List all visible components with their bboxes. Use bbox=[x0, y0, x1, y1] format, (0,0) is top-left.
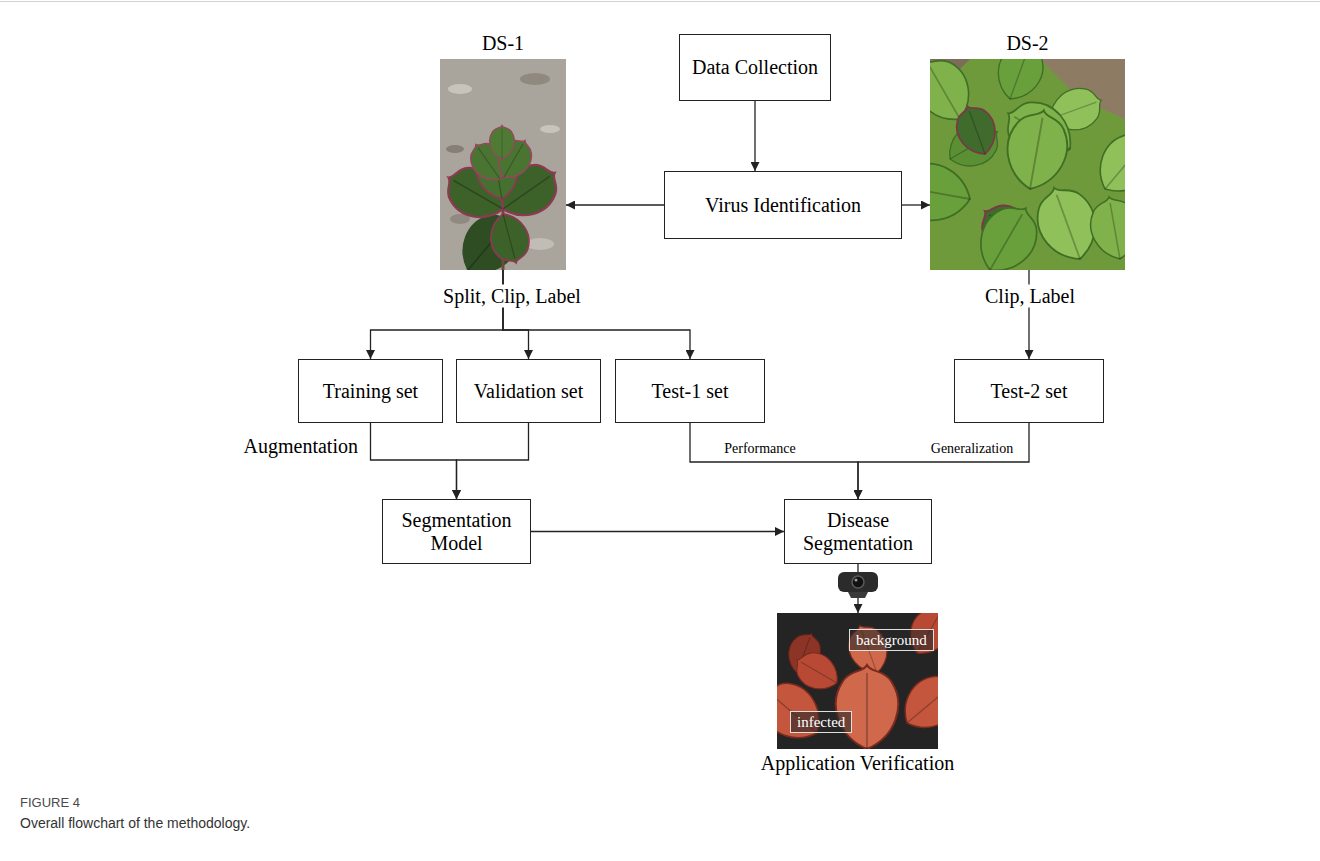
soil-clod bbox=[526, 238, 554, 250]
webcam-glint bbox=[855, 579, 858, 582]
edge-label: Augmentation bbox=[240, 435, 362, 458]
leaf bbox=[930, 158, 975, 226]
edge-label: Clip, Label bbox=[981, 285, 1079, 308]
soil-clod bbox=[446, 145, 464, 153]
flow-arrow bbox=[902, 204, 930, 205]
tag-text: background bbox=[856, 631, 927, 649]
overlay-tag: background bbox=[849, 629, 934, 651]
flow-arrow bbox=[566, 204, 664, 205]
photo-heading: DS-2 bbox=[1006, 32, 1048, 55]
box-label: Disease Segmentation bbox=[791, 509, 925, 555]
flow-arrow bbox=[1028, 270, 1029, 359]
leaf-overlay bbox=[836, 665, 898, 749]
box-label: Training set bbox=[323, 380, 418, 403]
flow-arrow bbox=[457, 423, 529, 499]
tag-text: infected bbox=[797, 713, 845, 731]
flow-arrow bbox=[503, 270, 690, 359]
webcam-clip bbox=[848, 592, 868, 598]
process-box: Validation set bbox=[456, 359, 601, 423]
dark-ground bbox=[777, 613, 938, 749]
process-box: Disease Segmentation bbox=[784, 499, 932, 564]
flow-arrow bbox=[754, 101, 755, 171]
webcam-lens bbox=[852, 576, 864, 588]
process-box: Training set bbox=[298, 359, 443, 423]
leaf-overlay bbox=[777, 671, 833, 749]
page-rule bbox=[0, 1, 1320, 2]
ds1-photo bbox=[440, 59, 566, 270]
photo-panel: DS-2 bbox=[930, 59, 1125, 270]
leaf bbox=[485, 209, 534, 267]
leaf bbox=[1001, 105, 1073, 194]
process-box: Segmentation Model bbox=[382, 499, 531, 564]
overlay-tag: infected bbox=[790, 711, 852, 733]
flow-arrow bbox=[690, 423, 858, 499]
soil-clod bbox=[520, 73, 550, 85]
segmentation-result-photo bbox=[777, 613, 938, 749]
flow-arrow bbox=[503, 270, 529, 359]
flow-arrow bbox=[858, 423, 1029, 499]
flow-arrow bbox=[371, 423, 457, 499]
soil-clod bbox=[540, 125, 560, 133]
box-label: Data Collection bbox=[692, 56, 818, 79]
photo-panel: DS-1 bbox=[440, 59, 566, 270]
webcam-body bbox=[838, 572, 878, 592]
edge-label: Split, Clip, Label bbox=[439, 285, 585, 308]
figure-number: FIGURE 4 bbox=[20, 795, 80, 810]
soil-ground bbox=[440, 59, 566, 270]
box-label: Virus Identification bbox=[705, 194, 861, 217]
leaf bbox=[490, 125, 515, 159]
process-box: Data Collection bbox=[679, 34, 831, 101]
ds2-photo bbox=[930, 59, 1125, 270]
photo-heading: DS-1 bbox=[482, 32, 524, 55]
webcam-icon bbox=[838, 572, 878, 598]
box-label: Test-1 set bbox=[652, 380, 729, 403]
photo-panel: Application Verificationbackgroundinfect… bbox=[777, 613, 938, 749]
process-box: Test-2 set bbox=[954, 359, 1104, 423]
leaf bbox=[1086, 193, 1125, 263]
edge-label: Generalization bbox=[927, 441, 1017, 457]
leaf bbox=[1086, 121, 1125, 205]
box-label: Segmentation Model bbox=[389, 509, 524, 555]
edge-label: Performance bbox=[720, 441, 800, 457]
flow-arrow bbox=[371, 270, 504, 359]
process-box: Test-1 set bbox=[615, 359, 765, 423]
leaf bbox=[989, 59, 1050, 106]
box-label: Validation set bbox=[474, 380, 583, 403]
figure-caption: Overall flowchart of the methodology. bbox=[20, 815, 250, 831]
process-box: Virus Identification bbox=[664, 171, 902, 239]
soil-clod bbox=[448, 84, 472, 94]
photo-heading: Application Verification bbox=[761, 752, 954, 775]
leaf bbox=[950, 100, 1002, 160]
flow-arrow bbox=[531, 531, 784, 532]
box-label: Test-2 set bbox=[991, 380, 1068, 403]
leaf bbox=[967, 195, 1049, 270]
